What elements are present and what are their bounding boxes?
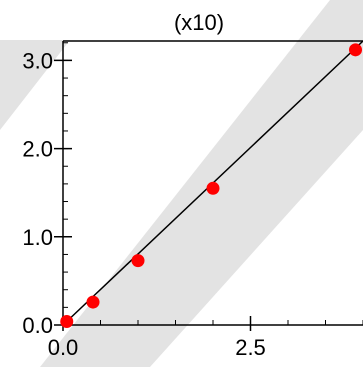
- y-tick-label: 0.0: [22, 313, 53, 338]
- tick-labels: 0.0 1.0 2.0 3.0 0.0 2.5: [22, 48, 265, 360]
- data-point: [131, 254, 145, 268]
- x-tick-label: 0.0: [48, 335, 79, 360]
- data-point: [86, 295, 100, 309]
- data-point: [349, 43, 362, 57]
- y-tick-label: 3.0: [22, 48, 53, 73]
- watermark-corner: [0, 40, 70, 130]
- x-tick-label: 2.5: [235, 335, 266, 360]
- y-tick-label: 1.0: [22, 225, 53, 250]
- data-points: [60, 43, 362, 328]
- y-tick-label: 2.0: [22, 137, 53, 162]
- y-scale-label: (x10): [174, 10, 224, 35]
- data-point: [206, 181, 220, 195]
- watermark-band: [40, 0, 363, 367]
- data-point: [60, 314, 74, 328]
